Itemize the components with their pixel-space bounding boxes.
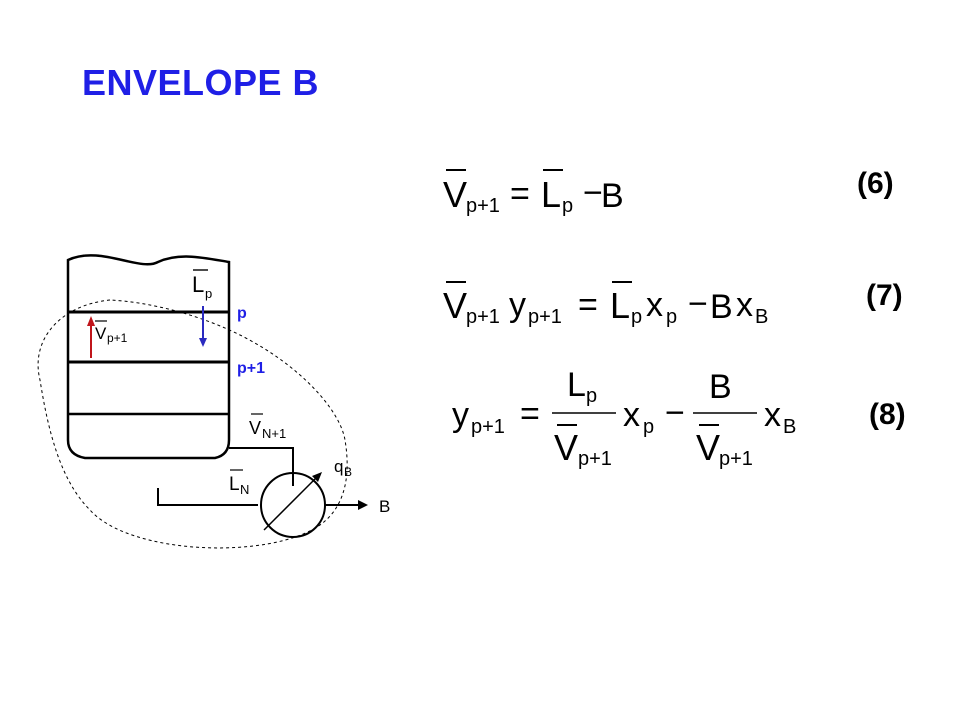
tray-p-plus-1-label: p+1 (237, 360, 265, 377)
vp1-symbol: V (95, 324, 107, 343)
reboiler-heat-arrow (263, 475, 319, 531)
eq6-l-sub: p (562, 195, 573, 217)
eq6-number: (6) (857, 167, 894, 200)
eq8-l-sub: p (586, 385, 597, 407)
eq6-minus: − (583, 174, 603, 212)
eq7-l: L (610, 285, 630, 326)
vapor-up-arrowhead (87, 316, 95, 326)
eq8-b: B (709, 368, 732, 406)
eq7-v-sub: p+1 (466, 306, 500, 328)
qb-symbol: q (334, 457, 343, 476)
eq8-xb-sub: B (783, 416, 796, 438)
equation-8: y p+1 = L p V p+1 x p − B V p+1 x B (452, 366, 796, 470)
eq7-xb: x (736, 286, 753, 324)
tray-p-label: p (237, 305, 247, 322)
eq8-v2: V (696, 427, 720, 468)
ln-subscript: N (240, 482, 249, 497)
eq8-v2-sub: p+1 (719, 448, 753, 470)
reboiler-heat-arrowhead (312, 472, 322, 482)
lp-subscript: p (205, 286, 212, 301)
eq8-x-sub: p (643, 416, 654, 438)
eq7-x-sub: p (666, 306, 677, 328)
eq7-number: (7) (866, 279, 903, 312)
eq7-v: V (443, 285, 467, 326)
eq8-xb: x (764, 396, 781, 434)
eq7-x: x (646, 286, 663, 324)
page-title: ENVELOPE B (82, 62, 320, 103)
eq7-minus: − (688, 285, 708, 323)
eq6-l: L (541, 174, 561, 215)
eq7-y-sub: p+1 (528, 306, 562, 328)
eq7-y: y (509, 286, 526, 324)
vn1-subscript: N+1 (262, 426, 286, 441)
eq8-minus: − (665, 394, 685, 432)
column-shell (66, 254, 231, 460)
eq8-number: (8) (869, 398, 906, 431)
eq8-v-sub: p+1 (578, 448, 612, 470)
eq7-l-sub: p (631, 306, 642, 328)
eq8-y: y (452, 396, 469, 434)
eq8-x: x (623, 396, 640, 434)
bottoms-arrowhead (358, 500, 368, 510)
bottoms-label: B (379, 497, 390, 516)
qb-subscript: B (344, 465, 352, 479)
eq8-l: L (567, 366, 586, 404)
equation-6: V p+1 = L p − B (443, 169, 624, 217)
vn1-symbol: V (249, 418, 261, 438)
lp-symbol: L (192, 272, 204, 297)
eq7-xb-sub: B (755, 306, 768, 328)
eq6-v-sub: p+1 (466, 195, 500, 217)
eq8-y-sub: p+1 (471, 416, 505, 438)
liquid-to-reboiler-line (157, 488, 258, 506)
vp1-subscript: p+1 (107, 331, 128, 345)
equation-7: V p+1 y p+1 = L p x p − B x B (443, 281, 768, 328)
eq8-equals: = (520, 395, 540, 433)
eq6-v: V (443, 174, 467, 215)
eq6-equals: = (510, 175, 530, 213)
eq8-v: V (554, 427, 578, 468)
eq7-b: B (710, 288, 733, 326)
eq6-b: B (601, 177, 624, 215)
liquid-down-arrowhead (199, 338, 207, 347)
eq7-equals: = (578, 286, 598, 324)
ln-symbol: L (229, 474, 240, 495)
